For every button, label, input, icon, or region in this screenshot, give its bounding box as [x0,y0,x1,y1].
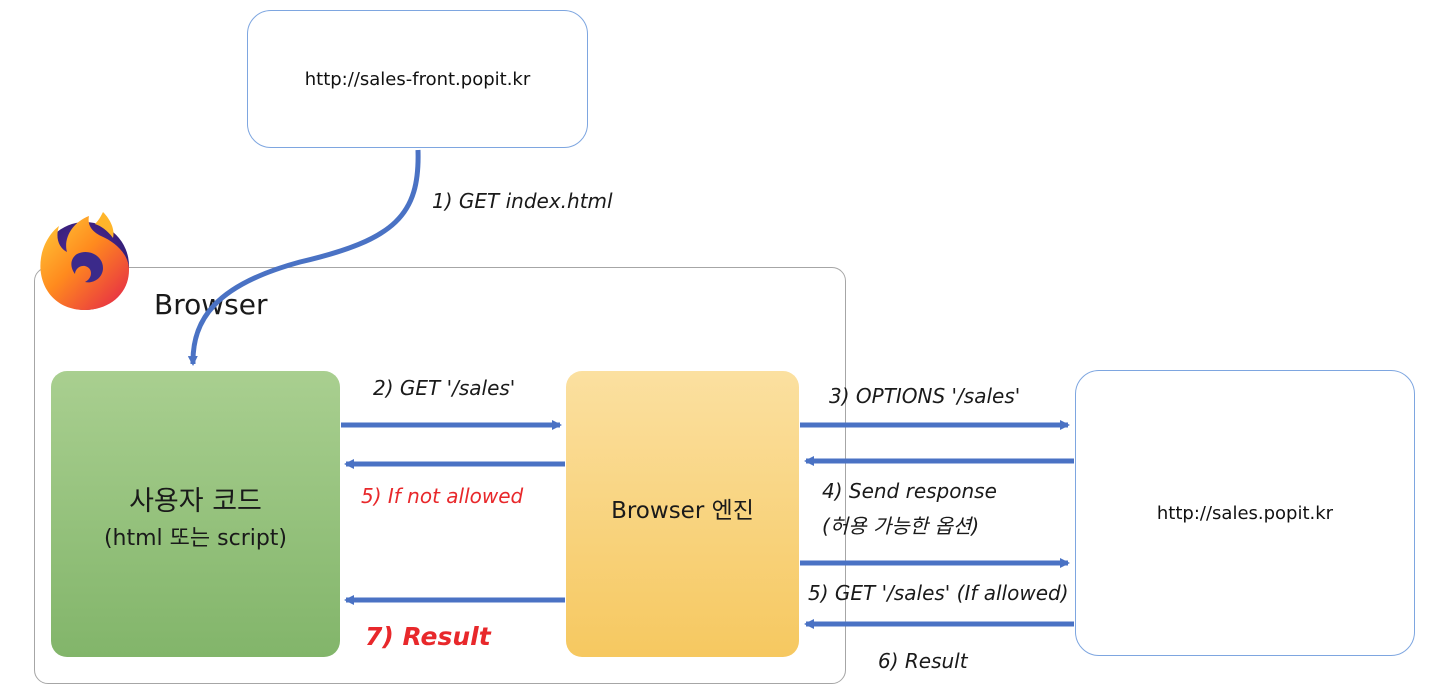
step-7-label: 7) Result [365,622,491,651]
user-code-box: 사용자 코드 (html 또는 script) [51,371,340,657]
front-server-url: http://sales-front.popit.kr [304,68,531,90]
step-4-label: 4) Send response [822,479,997,503]
step-3-label: 3) OPTIONS '/sales' [829,384,1021,408]
step-4-options-label: (허용 가능한 옵션) [822,514,980,538]
sales-server-url: http://sales.popit.kr [1156,502,1334,524]
browser-label: Browser [154,288,268,321]
user-code-title: 사용자 코드 [129,486,262,517]
browser-engine-label: Browser 엔진 [611,498,754,524]
step-1-label: 1) GET index.html [432,189,613,213]
firefox-logo-icon [40,212,130,310]
front-server-box: http://sales-front.popit.kr [247,10,588,148]
user-code-subtitle: (html 또는 script) [103,526,288,551]
step-2-label: 2) GET '/sales' [373,376,516,400]
step-5-allowed-label: 5) GET '/sales' (If allowed) [808,581,1069,605]
browser-engine-box: Browser 엔진 [566,371,799,657]
arrow-get-index [187,149,421,366]
step-6-label: 6) Result [878,649,968,673]
sales-server-box: http://sales.popit.kr [1075,370,1415,656]
step-5-not-allowed-label: 5) If not allowed [361,484,524,508]
